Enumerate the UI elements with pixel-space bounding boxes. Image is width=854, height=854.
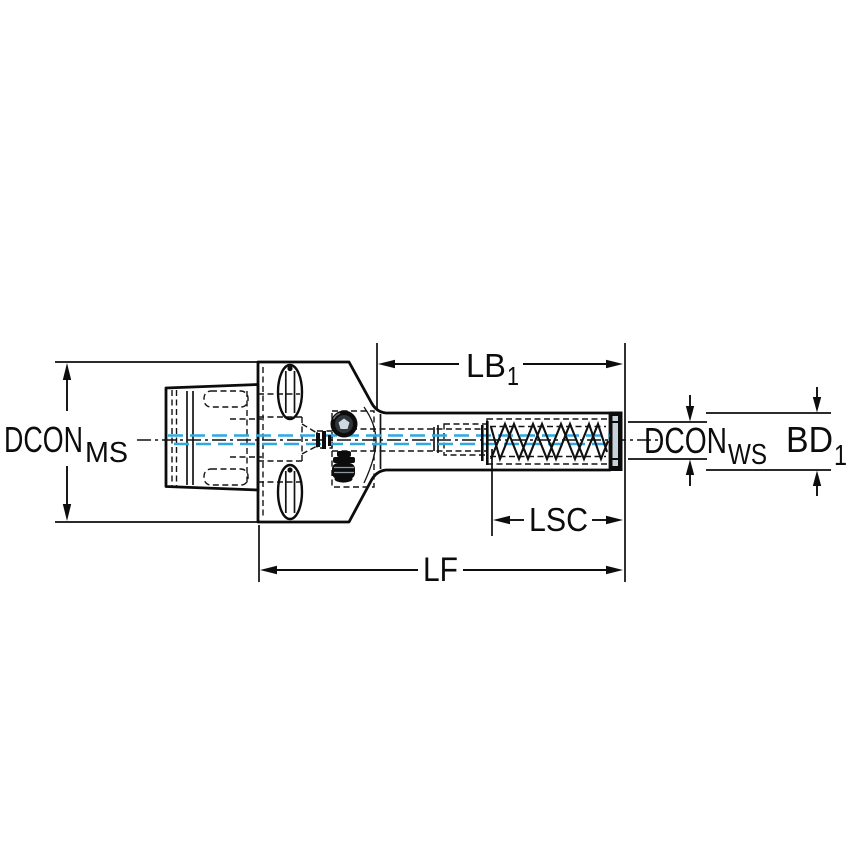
- set-screw-base: [334, 475, 353, 483]
- dcon-ws-subscript: WS: [728, 439, 767, 471]
- slot-outline: [276, 463, 304, 521]
- dim-dcon-ws: DCON WS: [628, 395, 767, 486]
- arrowhead-down: [62, 504, 72, 521]
- clamp-slot-bottom: [276, 463, 304, 521]
- set-screw-tip: [337, 451, 351, 457]
- arrowhead-left: [260, 565, 277, 575]
- hidden-lines: [171, 367, 611, 517]
- arrowhead-up: [62, 363, 72, 380]
- dim-lb1: LB 1: [376, 343, 623, 409]
- arrowhead-down: [685, 406, 695, 422]
- hidden-line: [301, 423, 318, 434]
- lf-label: LF: [423, 551, 458, 589]
- center-lines: [137, 434, 660, 446]
- arrowhead-right: [606, 515, 623, 525]
- dim-lf: LF: [258, 525, 623, 589]
- slot-outline: [276, 363, 304, 421]
- arrowhead-right: [606, 565, 623, 575]
- torx-highlight: [332, 412, 341, 420]
- cone-crescent-top: [363, 406, 377, 442]
- dim-lsc: LSC: [491, 449, 623, 538]
- dcon-ws-label: DCON: [644, 420, 727, 461]
- hidden-pocket-bottom: [203, 468, 249, 486]
- spring-anchor-bar: [481, 425, 484, 461]
- slot-notch: [287, 467, 293, 473]
- coil-spring: [481, 420, 609, 465]
- set-screw-collar: [333, 457, 355, 463]
- slot-notch: [287, 365, 293, 372]
- bd1-subscript: 1: [834, 440, 847, 472]
- end-cap: [609, 411, 623, 471]
- dcon-ms-subscript: MS: [85, 437, 128, 469]
- arrowhead-left: [493, 515, 510, 525]
- arrowhead-up: [812, 470, 822, 486]
- clamp-slot-top: [276, 363, 304, 421]
- taper-section: [164, 383, 260, 492]
- arrowhead-right: [606, 359, 623, 369]
- lb1-subscript: 1: [507, 361, 519, 391]
- set-screw: [332, 451, 355, 483]
- clamp-segment: [322, 431, 326, 449]
- spring-coil-line: [489, 420, 608, 463]
- clamp-segments: [316, 431, 331, 449]
- lsc-label: LSC: [529, 501, 588, 538]
- dim-dcon-ms: DCON MS: [4, 361, 259, 523]
- lb1-label: LB: [466, 347, 506, 384]
- screw-pocket-box: [331, 410, 375, 488]
- tool-body: [164, 360, 612, 524]
- torx-socket: [338, 418, 350, 429]
- arrowhead-left: [378, 359, 395, 369]
- bd1-label: BD: [786, 419, 833, 460]
- end-cap-inset: [612, 416, 618, 466]
- dcon-ms-label: DCON: [4, 419, 83, 460]
- spring-coil-line: [490, 420, 609, 463]
- clamp-segment: [328, 435, 331, 446]
- spring-anchor-bar: [486, 421, 489, 465]
- arrowhead-up: [685, 459, 695, 475]
- torx-screw: [330, 410, 358, 438]
- dim-bd1: BD 1: [706, 387, 847, 496]
- hidden-line: [301, 445, 318, 455]
- arrowhead-down: [812, 397, 822, 413]
- hidden-pocket-top: [203, 390, 249, 408]
- clamp-segment: [316, 433, 320, 447]
